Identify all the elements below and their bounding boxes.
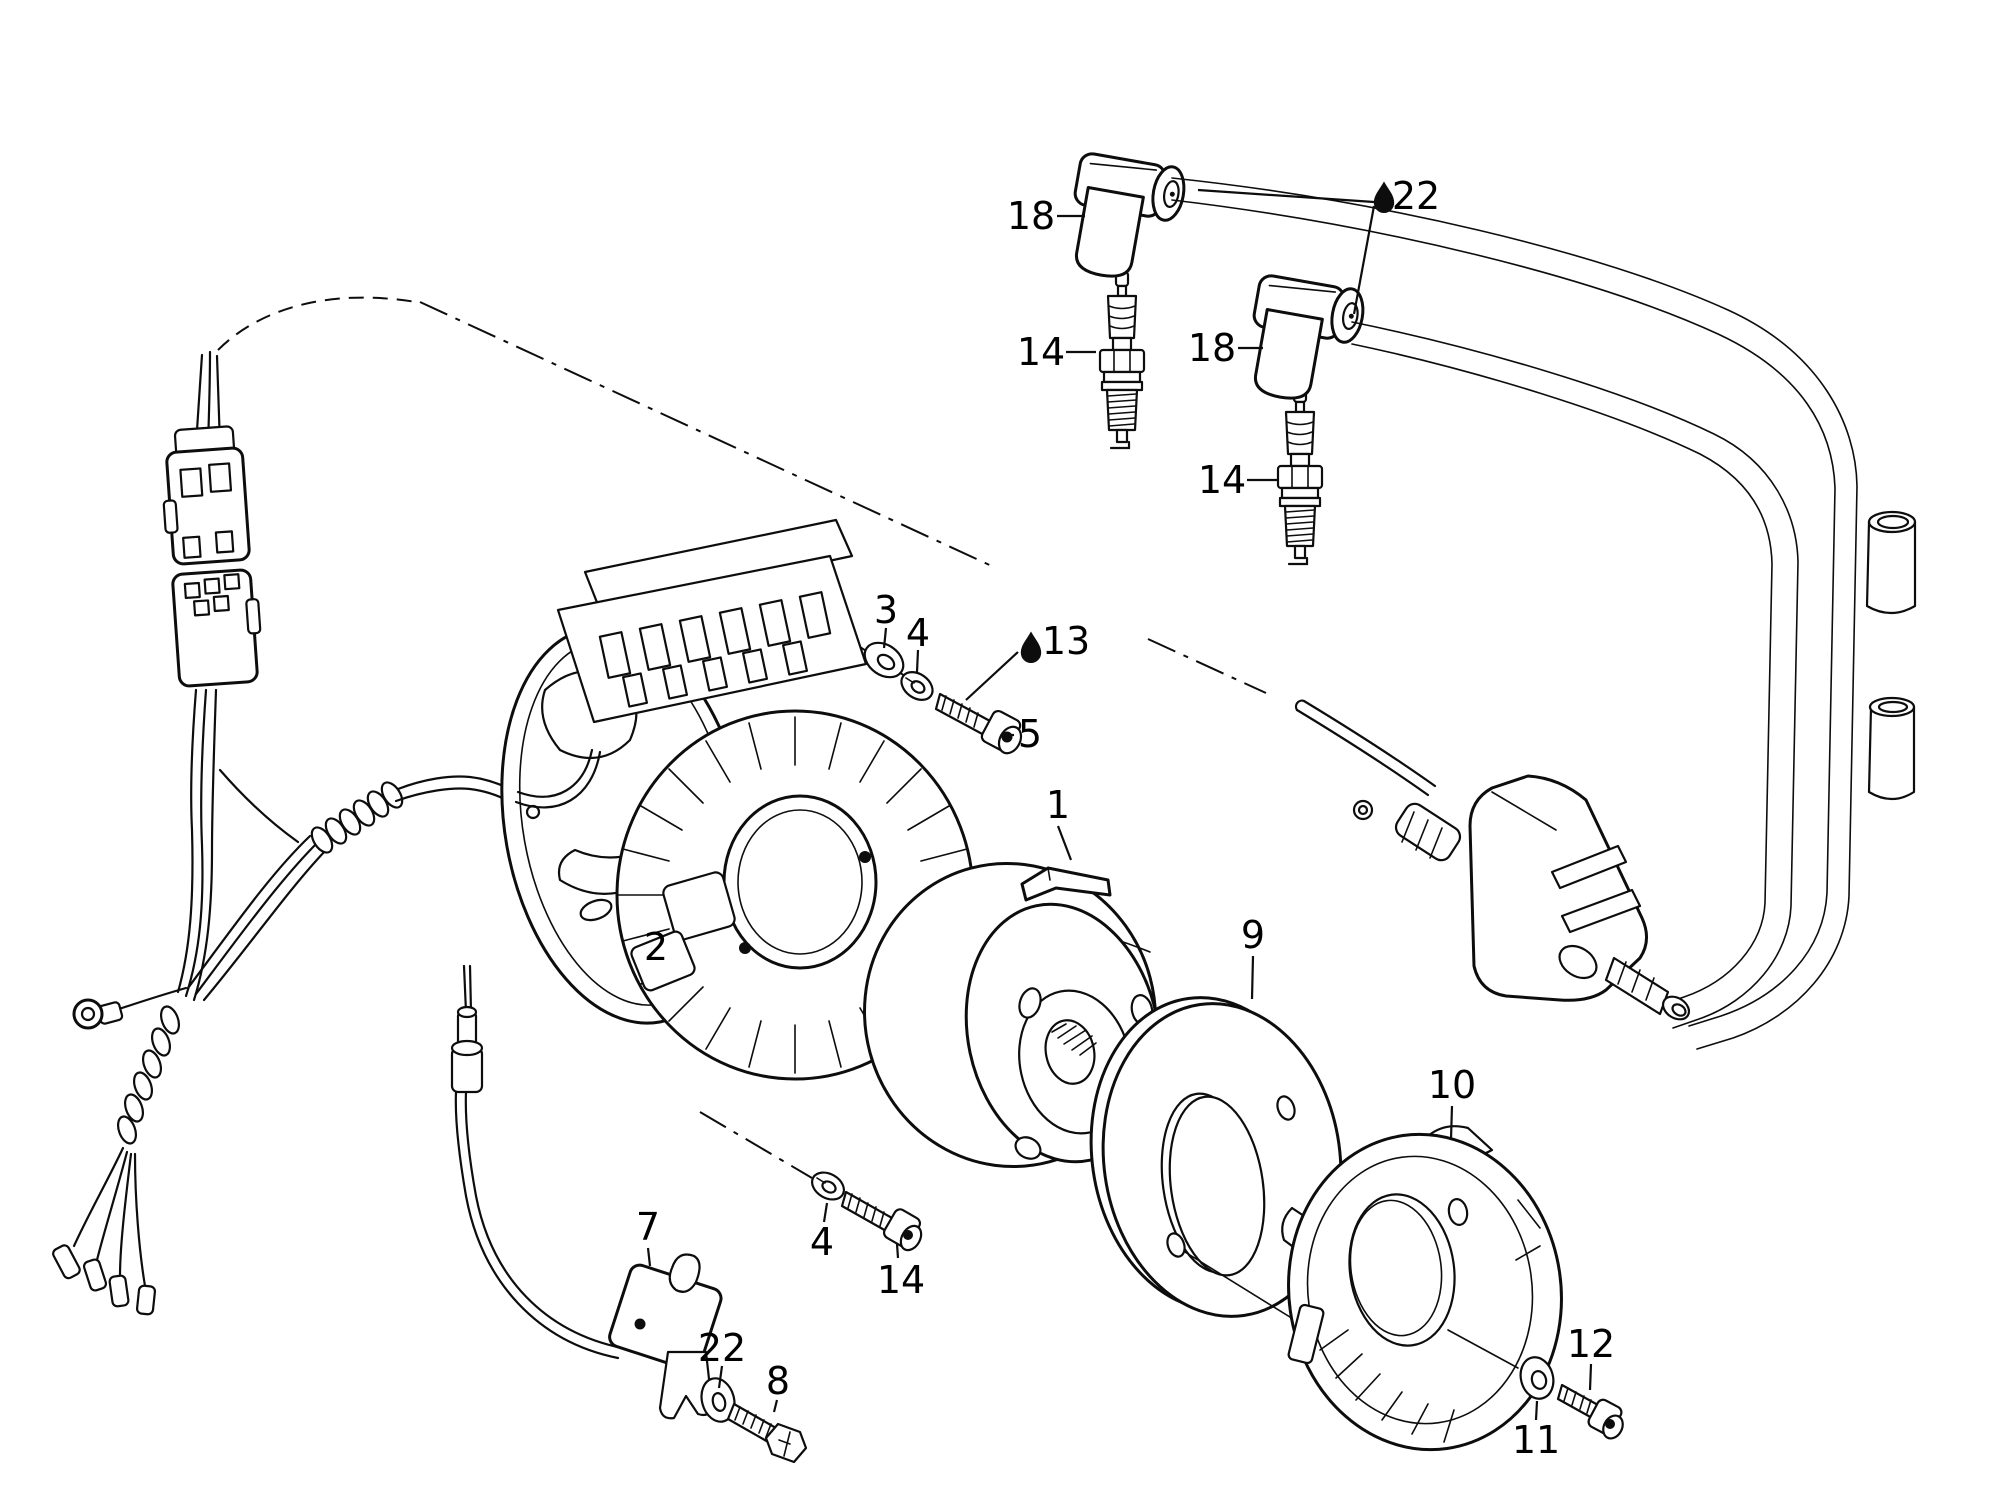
sleeve-upper xyxy=(1865,510,1917,615)
part-number-label: 13 xyxy=(1042,619,1090,663)
stator-connector-block xyxy=(556,518,868,724)
callout-leader-line xyxy=(646,1247,652,1267)
spiral-wrap-lower xyxy=(116,1005,181,1145)
callout-leader-line xyxy=(1449,1105,1454,1140)
callout-leader-line xyxy=(822,1202,829,1223)
socket-bolt-14 xyxy=(840,1190,923,1252)
pickup-block xyxy=(608,1253,723,1420)
coil-primary-connector xyxy=(1394,802,1462,862)
lock-washer-4-lower xyxy=(811,1171,845,1201)
part-number-label: 4 xyxy=(810,1220,834,1264)
callout-leader-line xyxy=(1056,825,1073,861)
part-number-label: 3 xyxy=(874,588,898,632)
part-number-label: 10 xyxy=(1428,1063,1476,1107)
part-number-label: 14 xyxy=(1017,330,1065,374)
socket-bolt-12 xyxy=(1556,1383,1624,1440)
plate-mounting-hardware xyxy=(811,1171,923,1252)
coil-ht-terminal xyxy=(1558,944,1691,1021)
callout-leader-line xyxy=(1352,205,1376,315)
male-connector xyxy=(162,425,251,566)
hex-bolt-8 xyxy=(726,1402,808,1464)
callout-leader-line xyxy=(1588,1363,1593,1391)
lock-washer-4 xyxy=(900,671,934,701)
part-number-label: 22 xyxy=(1392,174,1440,218)
callout-leader-line xyxy=(882,627,888,649)
part-number-label: 4 xyxy=(906,611,930,655)
pickup-cable-plug xyxy=(450,964,484,1094)
rubber-sleeves xyxy=(1865,510,1917,801)
part-number-label: 7 xyxy=(636,1205,660,1249)
sleeve-lower xyxy=(1867,696,1916,801)
washer-22 xyxy=(700,1377,736,1423)
callout-leader-line xyxy=(772,1399,779,1413)
part-number-label: 18 xyxy=(1007,194,1055,238)
spacer-ring xyxy=(1089,996,1343,1323)
high-tension-leads xyxy=(1171,177,1858,1050)
callout-leader-line xyxy=(1250,955,1255,1000)
part-number-label: 1 xyxy=(1046,783,1070,827)
stator-mounting-hardware xyxy=(863,641,1023,755)
pickup-mounting-hardware xyxy=(700,1377,808,1464)
callout-leader-line xyxy=(1534,1400,1539,1421)
washer-11 xyxy=(1519,1356,1555,1400)
wiring-harness xyxy=(52,688,520,1316)
part-number-label: 9 xyxy=(1241,913,1265,957)
part-number-label: 5 xyxy=(1018,712,1042,756)
callout-leader-line xyxy=(895,1243,900,1259)
callout-leader-line xyxy=(965,651,1019,701)
part-number-label: 11 xyxy=(1512,1418,1560,1462)
part-number-label: 14 xyxy=(877,1258,925,1302)
part-number-label: 22 xyxy=(698,1326,746,1370)
callout-leader-line xyxy=(915,649,920,673)
part-number-label: 2 xyxy=(644,925,668,969)
magneto-cover xyxy=(1281,1125,1563,1452)
female-connector xyxy=(171,568,262,688)
callout-leader-line xyxy=(1197,188,1375,204)
ignition-coil xyxy=(1294,699,1691,1021)
part-number-label: 18 xyxy=(1188,326,1236,370)
cover-mounting-hardware xyxy=(1519,1356,1624,1440)
ring-terminal xyxy=(72,986,188,1030)
part-number-label: 14 xyxy=(1198,458,1246,502)
pickup-trigger-coil xyxy=(450,964,723,1420)
harness-connector-pair xyxy=(162,350,262,688)
part-number-label: 8 xyxy=(766,1359,790,1403)
socket-bolt-5 xyxy=(934,692,1023,755)
spade-terminals xyxy=(52,1146,157,1316)
callout-leader-line xyxy=(717,1365,724,1389)
coil-body xyxy=(1468,774,1648,1002)
part-number-label: 12 xyxy=(1567,1322,1615,1366)
flat-washer-3 xyxy=(863,641,905,679)
